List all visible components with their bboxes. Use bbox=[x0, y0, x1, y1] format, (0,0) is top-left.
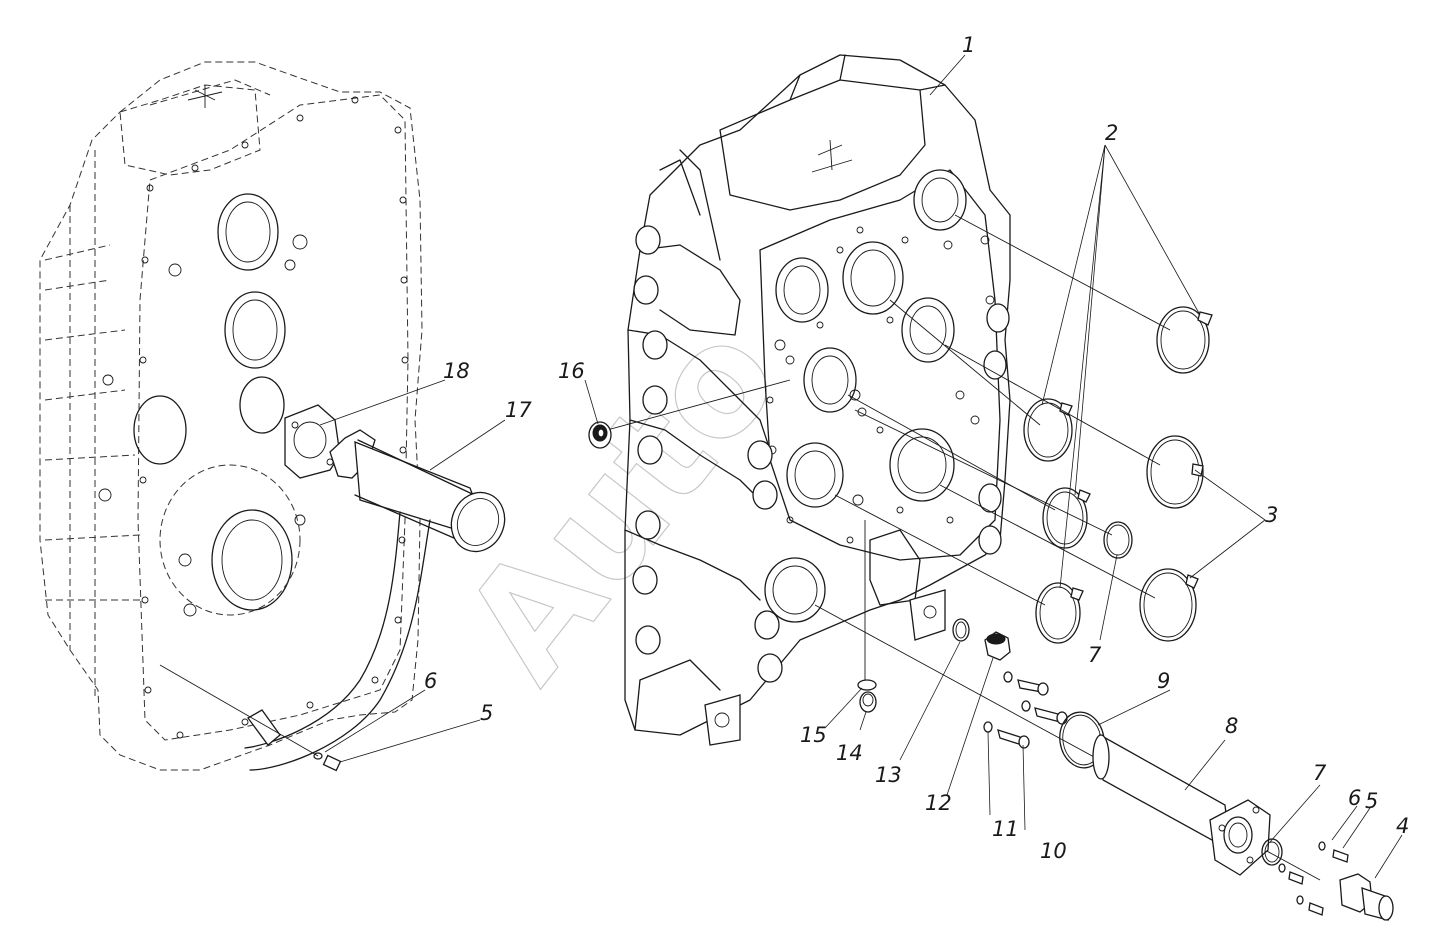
callout-16: 16 bbox=[558, 359, 585, 383]
callout-8: 8 bbox=[1225, 714, 1238, 738]
part-16-plug bbox=[588, 421, 612, 449]
callout-2: 2 bbox=[1105, 121, 1118, 145]
part-12-13 bbox=[952, 618, 1011, 661]
callout-14: 14 bbox=[836, 741, 863, 765]
snap-rings bbox=[1023, 306, 1213, 644]
callout-17: 17 bbox=[505, 398, 532, 422]
callout-13: 13 bbox=[875, 763, 902, 787]
callout-5a: 5 bbox=[480, 701, 493, 725]
left-flange-holes bbox=[139, 96, 409, 739]
right-housing-view bbox=[624, 54, 1011, 746]
callout-15: 15 bbox=[800, 723, 827, 747]
part-18-gasket-plate bbox=[284, 404, 341, 479]
callout-11: 11 bbox=[992, 817, 1019, 841]
callout-7a: 7 bbox=[1088, 643, 1102, 667]
callout-9: 9 bbox=[1157, 669, 1170, 693]
part-14-15-fittings bbox=[857, 679, 877, 713]
callout-5b: 5 bbox=[1365, 789, 1378, 813]
callout-6b: 6 bbox=[1348, 786, 1361, 810]
left-housing-view bbox=[39, 61, 423, 771]
callout-10: 10 bbox=[1040, 839, 1067, 863]
part-4-fitting bbox=[1339, 873, 1394, 921]
callout-labels: 1 2 3 7 9 8 7 6 5 4 10 11 12 13 14 15 16… bbox=[424, 33, 1409, 863]
bolts-10-11 bbox=[983, 671, 1068, 749]
bolts-5-6-right bbox=[1278, 841, 1349, 916]
leader-lines bbox=[319, 54, 1403, 879]
callout-1: 1 bbox=[962, 33, 975, 57]
callout-7b: 7 bbox=[1313, 761, 1327, 785]
callout-12: 12 bbox=[925, 791, 952, 815]
part-8-tube bbox=[1092, 733, 1271, 876]
callout-6a: 6 bbox=[424, 669, 437, 693]
callout-3: 3 bbox=[1265, 503, 1278, 527]
right-plate-holes bbox=[766, 226, 995, 544]
part-17-pipe bbox=[244, 429, 506, 771]
left-bracket-bolt bbox=[247, 709, 342, 772]
callout-4: 4 bbox=[1396, 814, 1409, 838]
callout-18: 18 bbox=[443, 359, 470, 383]
